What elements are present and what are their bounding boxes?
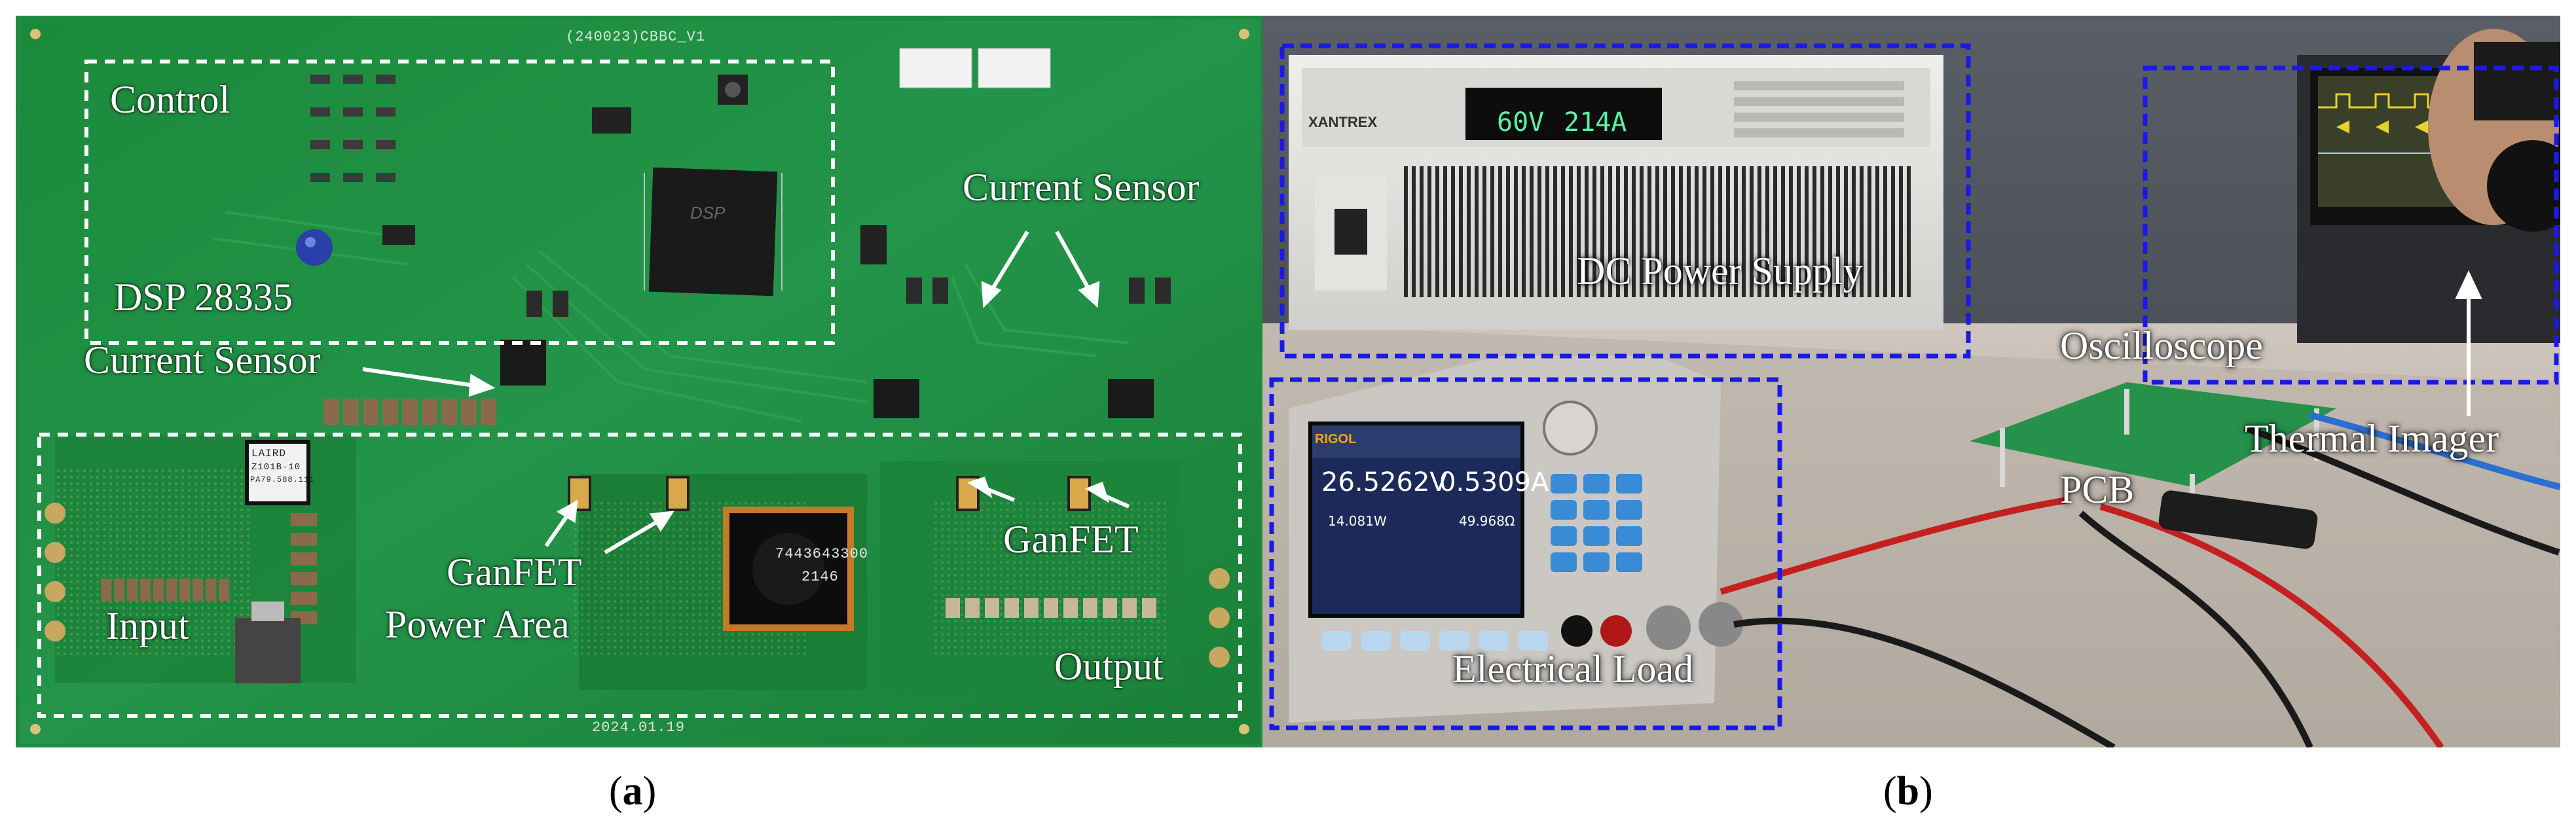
label-control: Control bbox=[110, 78, 230, 121]
label-dsp: DSP 28335 bbox=[114, 276, 293, 319]
label-output: Output bbox=[1054, 645, 1164, 688]
label-thermal-imager: Thermal Imager bbox=[2245, 417, 2499, 460]
board-silkscreen-top: (240023)CBBC_V1 bbox=[566, 29, 706, 45]
svg-text:DSP: DSP bbox=[690, 203, 726, 223]
label-electrical-load: Electrical Load bbox=[1452, 647, 1694, 691]
power-supply-voltage: 60V bbox=[1497, 107, 1545, 137]
label-pcb: PCB bbox=[2060, 468, 2135, 511]
electrical-load-box bbox=[1269, 377, 1782, 730]
pcb-photo: DSP bbox=[16, 16, 1264, 747]
label-current-sensor-right: Current Sensor bbox=[963, 166, 1200, 209]
control-region-box bbox=[84, 60, 835, 345]
sensor-module-model: Z101B-10 bbox=[251, 462, 301, 473]
board-silkscreen-bottom: 2024.01.19 bbox=[592, 719, 686, 736]
pcb-photo-panel: DSP bbox=[16, 16, 1264, 747]
caption-b: (b) bbox=[1883, 769, 1933, 814]
label-power-area: Power Area bbox=[385, 603, 570, 646]
label-current-sensor-left: Current Sensor bbox=[84, 338, 321, 382]
oscilloscope-box bbox=[2143, 65, 2559, 385]
inductor-part-number: 7443643300 bbox=[775, 546, 869, 562]
load-voltage: 26.5262V bbox=[1321, 467, 1448, 497]
power-region-box bbox=[37, 433, 1242, 718]
sensor-module-serial: PA79.588.111 bbox=[250, 475, 315, 484]
caption-a: (a) bbox=[609, 769, 657, 814]
load-power: 14.081W bbox=[1328, 513, 1387, 529]
label-input: Input bbox=[106, 604, 189, 647]
power-supply-brand: XANTREX bbox=[1308, 114, 1378, 130]
load-brand: RIGOL bbox=[1315, 432, 1357, 446]
load-resistance: 49.968Ω bbox=[1459, 513, 1515, 529]
inductor-date-code: 2146 bbox=[801, 569, 839, 585]
label-dc-power-supply: DC Power Supply bbox=[1577, 249, 1863, 293]
power-supply-current: 214A bbox=[1564, 107, 1627, 137]
label-ganfet-left: GanFET bbox=[447, 550, 582, 594]
test-bench-photo-panel: 60V 214A XANTREX RIGOL 26.5262V 0.5309A … bbox=[1262, 16, 2560, 747]
sensor-module-brand: LAIRD bbox=[251, 448, 287, 459]
label-ganfet-right: GanFET bbox=[1003, 518, 1139, 561]
load-current: 0.5309A bbox=[1439, 467, 1549, 497]
test-bench-photo bbox=[1262, 16, 2560, 747]
label-oscilloscope: Oscilloscope bbox=[2060, 324, 2263, 367]
dc-power-supply-box bbox=[1279, 43, 1971, 359]
